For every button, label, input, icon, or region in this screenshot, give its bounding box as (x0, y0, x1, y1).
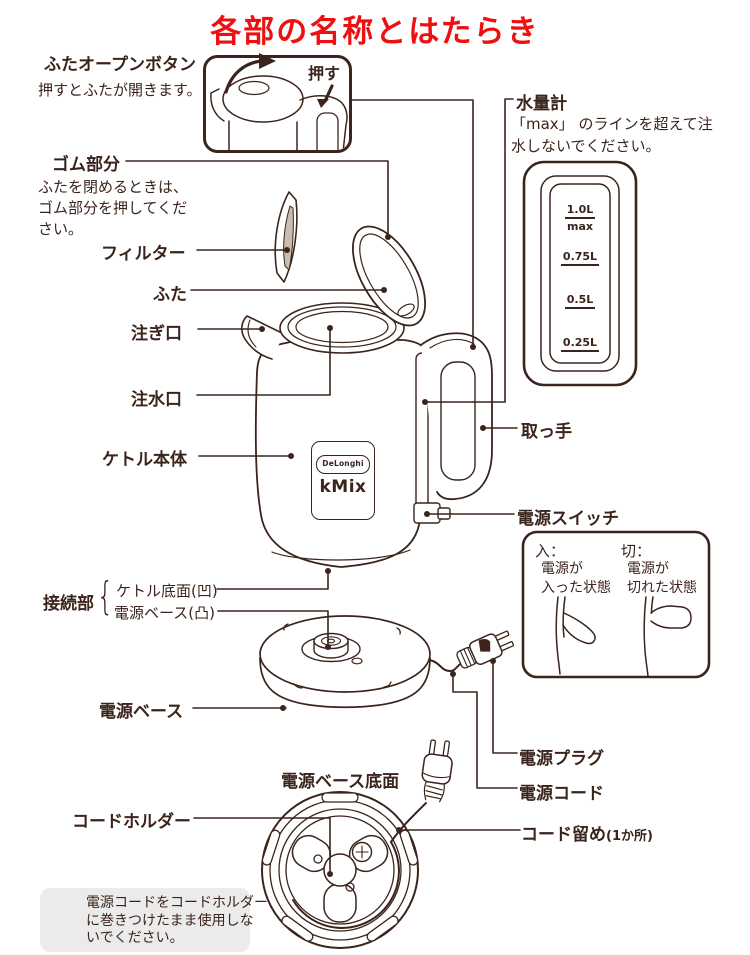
label-lid-open-button: ふたオープンボタン (44, 55, 196, 75)
gauge-mark-1.0L: 1.0L (552, 203, 608, 219)
brand-logo: DeLonghi (316, 455, 370, 474)
base-bottom-illustration (261, 739, 453, 949)
switch-on-label: 入： (535, 542, 566, 560)
label-base-top: 電源ベース(凸) (114, 604, 215, 622)
switch-lever (413, 502, 451, 524)
lid-open-inset-illustration (203, 53, 352, 153)
filter-shade (283, 205, 294, 271)
label-water-inlet: 注水口 (131, 390, 182, 410)
label-kettle-body: ケトル本体 (102, 450, 187, 470)
label-filter: フィルター (101, 244, 186, 264)
gauge-mark-max: max (567, 220, 593, 233)
push-arrow-icon (317, 84, 334, 108)
label-handle: 取っ手 (521, 422, 572, 442)
pointer-dots (259, 234, 496, 877)
brand-badge: DeLonghi kMix (311, 441, 375, 520)
switch-on-sketch (555, 596, 596, 675)
switch-state-box (521, 530, 711, 679)
connection-brace: { (96, 574, 114, 618)
lid-open-arrow-icon (224, 53, 276, 94)
label-kettle-bottom: ケトル底面(凹) (116, 582, 218, 600)
label-cord-stopper: コード留め(1か所) (521, 825, 653, 845)
warning-text: 電源コードをコードホルダー に巻きつけたまま使用しな いでください。 (86, 895, 268, 946)
connector-lines (125, 98, 521, 872)
base-vent-slots (261, 792, 419, 942)
label-push: 押す (308, 64, 341, 83)
label-power-plug: 電源プラグ (519, 749, 604, 769)
gauge-mark-0.25L: 0.25L (552, 336, 608, 352)
desc-water-gauge: 「max」 のラインを超えて注 水しないでください。 (511, 115, 713, 155)
page-title: 各部の名称とはたらき (210, 14, 540, 50)
bottom-view-plug (421, 739, 453, 803)
warning-box (40, 888, 250, 952)
label-base-bottom: 電源ベース底面 (281, 772, 400, 792)
gauge-mark-0.5L: 0.5L (552, 293, 608, 309)
open-lid (352, 225, 426, 327)
label-power-switch: 電源スイッチ (517, 509, 619, 529)
power-cord-line (429, 659, 463, 672)
label-lid: ふた (153, 285, 187, 305)
switch-on-desc: 電源が 入った状態 (541, 561, 611, 596)
desc-lid-open-button: 押すとふたが開きます。 (38, 81, 202, 99)
cord-exit (390, 802, 427, 843)
desc-rubber-part: ふたを閉めるときは、 ゴム部分を押してくだ さい。 (38, 178, 189, 238)
label-water-gauge: 水量計 (516, 94, 567, 114)
brand-model: kMix (319, 477, 367, 497)
label-cord-holder: コードホルダー (72, 812, 191, 832)
power-base-illustration (259, 615, 515, 709)
switch-off-sketch (643, 596, 692, 677)
label-power-base: 電源ベース (99, 702, 184, 722)
wrapped-cord (292, 841, 400, 929)
label-connection: 接続部 (43, 594, 94, 614)
label-pour-spout: 注ぎ口 (131, 324, 182, 344)
gauge-mark-0.75L: 0.75L (552, 250, 608, 266)
kettle-illustration (241, 191, 493, 568)
label-power-cord: 電源コード (519, 784, 604, 804)
switch-off-label: 切： (621, 542, 652, 560)
kettle-handle (420, 332, 493, 501)
power-plug-illustration (456, 630, 515, 669)
label-rubber-part: ゴム部分 (52, 155, 120, 175)
switch-off-desc: 電源が 切れた状態 (627, 561, 697, 596)
water-gauge-frame (522, 160, 638, 387)
